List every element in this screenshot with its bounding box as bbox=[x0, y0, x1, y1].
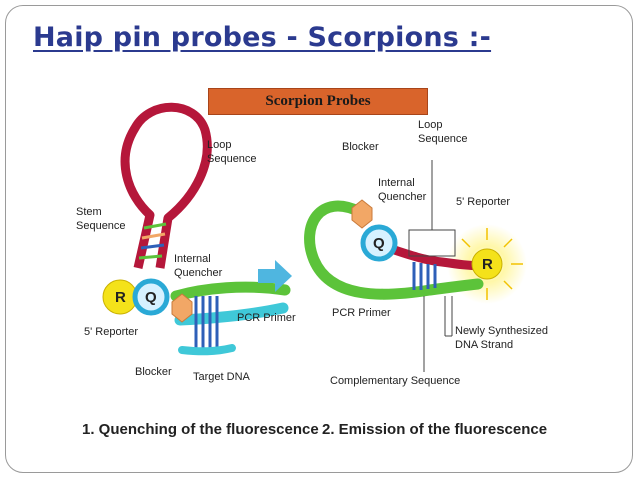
left-quencher-label: Internal bbox=[174, 253, 211, 265]
left-blocker-label: Blocker bbox=[135, 366, 172, 378]
left-target-tail bbox=[178, 344, 236, 356]
left-panel: R Q Loop Sequence Stem Sequence Internal… bbox=[76, 102, 319, 438]
left-hairpin-loop bbox=[120, 102, 212, 269]
left-blocker-hexagon bbox=[171, 293, 193, 323]
left-quencher-label-2: Quencher bbox=[174, 267, 223, 279]
left-pcr-primer-label: PCR Primer bbox=[237, 312, 296, 324]
right-quencher-letter: Q bbox=[373, 235, 385, 252]
left-loop-label: Loop bbox=[207, 139, 231, 151]
right-blocker-label: Blocker bbox=[342, 141, 379, 153]
right-blocker-hexagon bbox=[351, 199, 373, 229]
right-quencher-dye bbox=[360, 224, 398, 262]
right-base-pairs bbox=[412, 262, 437, 290]
right-complementary-label: Complementary Sequence bbox=[330, 375, 460, 387]
left-quencher-dye bbox=[132, 278, 170, 316]
left-reporter-label: 5' Reporter bbox=[84, 326, 138, 338]
right-caption: 2. Emission of the fluorescence bbox=[322, 421, 547, 438]
right-reporter-label: 5' Reporter bbox=[456, 196, 510, 208]
left-loop-label-2: Sequence bbox=[207, 153, 257, 165]
right-pcr-primer-strand bbox=[304, 200, 484, 300]
right-quencher-label-2: Quencher bbox=[378, 191, 427, 203]
left-reporter-letter: R bbox=[115, 289, 126, 306]
left-stem-label-2: Sequence bbox=[76, 220, 126, 232]
right-reporter-letter: R bbox=[482, 256, 493, 273]
figure-banner: Scorpion Probes bbox=[208, 88, 428, 115]
left-primer-base-pairs bbox=[194, 296, 219, 350]
right-panel: Q R Blocker Loop Sequence Internal Quenc… bbox=[304, 119, 548, 438]
left-pcr-primer-strand bbox=[170, 281, 291, 302]
right-quencher-label: Internal bbox=[378, 177, 415, 189]
left-target-dna-strand bbox=[174, 302, 289, 326]
left-quencher-letter: Q bbox=[145, 289, 157, 306]
right-pcr-primer-label: PCR Primer bbox=[332, 307, 391, 319]
right-reporter-dye bbox=[471, 248, 503, 280]
right-loop-label-2: Sequence bbox=[418, 133, 468, 145]
transition-arrow-icon bbox=[258, 260, 292, 292]
right-loop-label: Loop bbox=[418, 119, 442, 131]
right-bracket-lines bbox=[408, 160, 456, 372]
slide-title: Haip pin probes - Scorpions :- bbox=[33, 22, 492, 53]
left-caption: 1. Quenching of the fluorescence bbox=[82, 421, 319, 438]
right-newly-synthesized-label: Newly Synthesized bbox=[455, 325, 548, 337]
left-target-dna-label: Target DNA bbox=[193, 371, 251, 383]
left-stem-base-pairs bbox=[138, 222, 167, 260]
right-newly-synthesized-label-2: DNA Strand bbox=[455, 339, 513, 351]
left-stem-label: Stem bbox=[76, 206, 102, 218]
slide-frame bbox=[5, 5, 633, 473]
